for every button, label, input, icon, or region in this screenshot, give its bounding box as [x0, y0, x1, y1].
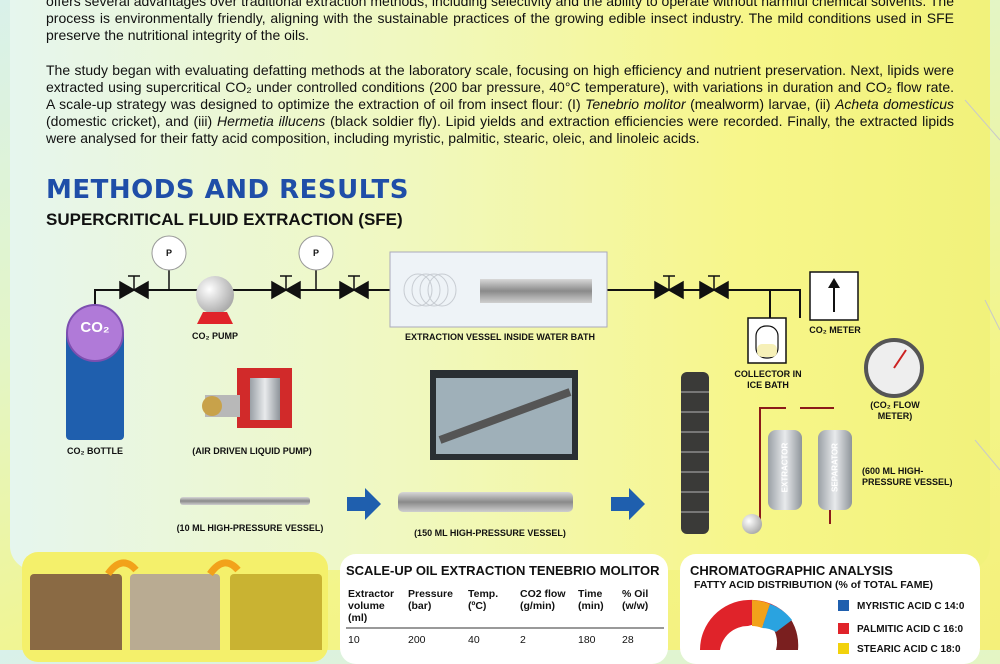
vessel-10ml [180, 497, 310, 505]
arrow-right-icon [347, 488, 381, 520]
gauge-label: P [312, 248, 319, 258]
pump-icon [742, 514, 762, 534]
intro-paragraph-2: The study began with evaluating defattin… [46, 62, 955, 146]
pressure-gauge-icon [298, 235, 334, 271]
flow-meter-caption: (CO₂ FLOW METER) [870, 400, 920, 421]
legend-swatch [838, 623, 849, 634]
vessel-150ml [398, 492, 573, 512]
valve-icon [119, 275, 149, 300]
table-header: Pressure (bar) [408, 588, 453, 612]
species-tenebrio: Tenebrio molitor [585, 96, 686, 112]
extraction-vessel [480, 279, 592, 303]
table-cell: 200 [408, 634, 426, 646]
table-cell: 180 [578, 634, 596, 646]
table-cell: 40 [468, 634, 480, 646]
air-pump-caption: (AIR DRIVEN LIQUID PUMP) [192, 446, 312, 456]
co2-bottle-caption: CO₂ BOTTLE [67, 446, 123, 456]
intro-paragraph-1: offers several advantages over tradition… [46, 0, 954, 43]
sfe-diagram [66, 99, 1000, 534]
fatty-acid-donut [700, 599, 799, 650]
table-header: Extractor volume (ml) [348, 588, 395, 624]
curved-arrow-icon [207, 559, 241, 577]
arrow-right-icon [611, 488, 645, 520]
valve-icon [271, 275, 301, 300]
vessel-600ml-caption: (600 ML HIGH-PRESSURE VESSEL) [862, 466, 953, 487]
table-header: % Oil (w/w) [622, 588, 649, 612]
valve-icon [654, 275, 684, 300]
co2-pump-caption: CO₂ PUMP [191, 331, 238, 341]
co2-pump-icon [196, 276, 234, 314]
curved-arrow-icon [105, 559, 139, 577]
scaleup-table-card [340, 554, 668, 664]
species-hermetia: Hermetia illucens [216, 113, 326, 129]
gauge-label: P [165, 248, 172, 258]
table-header: CO2 flow (g/min) [520, 588, 566, 612]
legend-item: STEARIC ACID C 18:0 [838, 643, 961, 655]
subsection-title: SUPERCRITICAL FLUID EXTRACTION (SFE) [46, 210, 403, 229]
legend-swatch [838, 643, 849, 654]
air-driven-pump-photo [202, 368, 292, 428]
table-rule [346, 627, 664, 629]
valve-icon [339, 275, 369, 300]
extraction-vessel-caption: EXTRACTION VESSEL INSIDE WATER BATH [404, 332, 595, 342]
sample-photos [30, 559, 322, 650]
vessel-10ml-caption: (10 ML HIGH-PRESSURE VESSEL) [176, 523, 324, 533]
collector-caption: COLLECTOR IN ICE BATH [734, 369, 802, 390]
water-bath-photo [430, 370, 578, 460]
chromatography-title: CHROMATOGRAPHIC ANALYSIS [690, 563, 893, 578]
extractor-vessel [768, 430, 802, 510]
table-header: Time (min) [578, 588, 604, 612]
co2-bottle-cap [66, 304, 124, 362]
valve-icon [699, 275, 729, 300]
section-title: METHODS AND RESULTS [46, 175, 409, 205]
chromatography-subtitle: FATTY ACID DISTRIBUTION (% of TOTAL FAME… [694, 579, 933, 591]
table-cell: 28 [622, 634, 634, 646]
scaleup-title: SCALE-UP OIL EXTRACTION TENEBRIO MOLITOR [346, 563, 660, 578]
scaleup-table: Extractor volume (ml) Pressure (bar) Tem… [348, 588, 649, 646]
co2-bottle-label: CO₂ [80, 319, 110, 336]
species-acheta: Acheta domesticus [835, 96, 954, 112]
pressure-gauge-icon [151, 235, 187, 271]
table-cell: 10 [348, 634, 360, 646]
table-cell: 2 [520, 634, 526, 646]
table-header: Temp. (ºC) [468, 588, 499, 612]
vessel-150ml-caption: (150 ML HIGH-PRESSURE VESSEL) [414, 528, 566, 538]
legend-item: MYRISTIC ACID C 14:0 [838, 600, 964, 612]
co2-meter-caption: CO₂ METER [809, 325, 861, 335]
separator-vessel [818, 430, 852, 510]
legend-swatch [838, 600, 849, 611]
legend-item: PALMITIC ACID C 16:0 [838, 623, 963, 635]
